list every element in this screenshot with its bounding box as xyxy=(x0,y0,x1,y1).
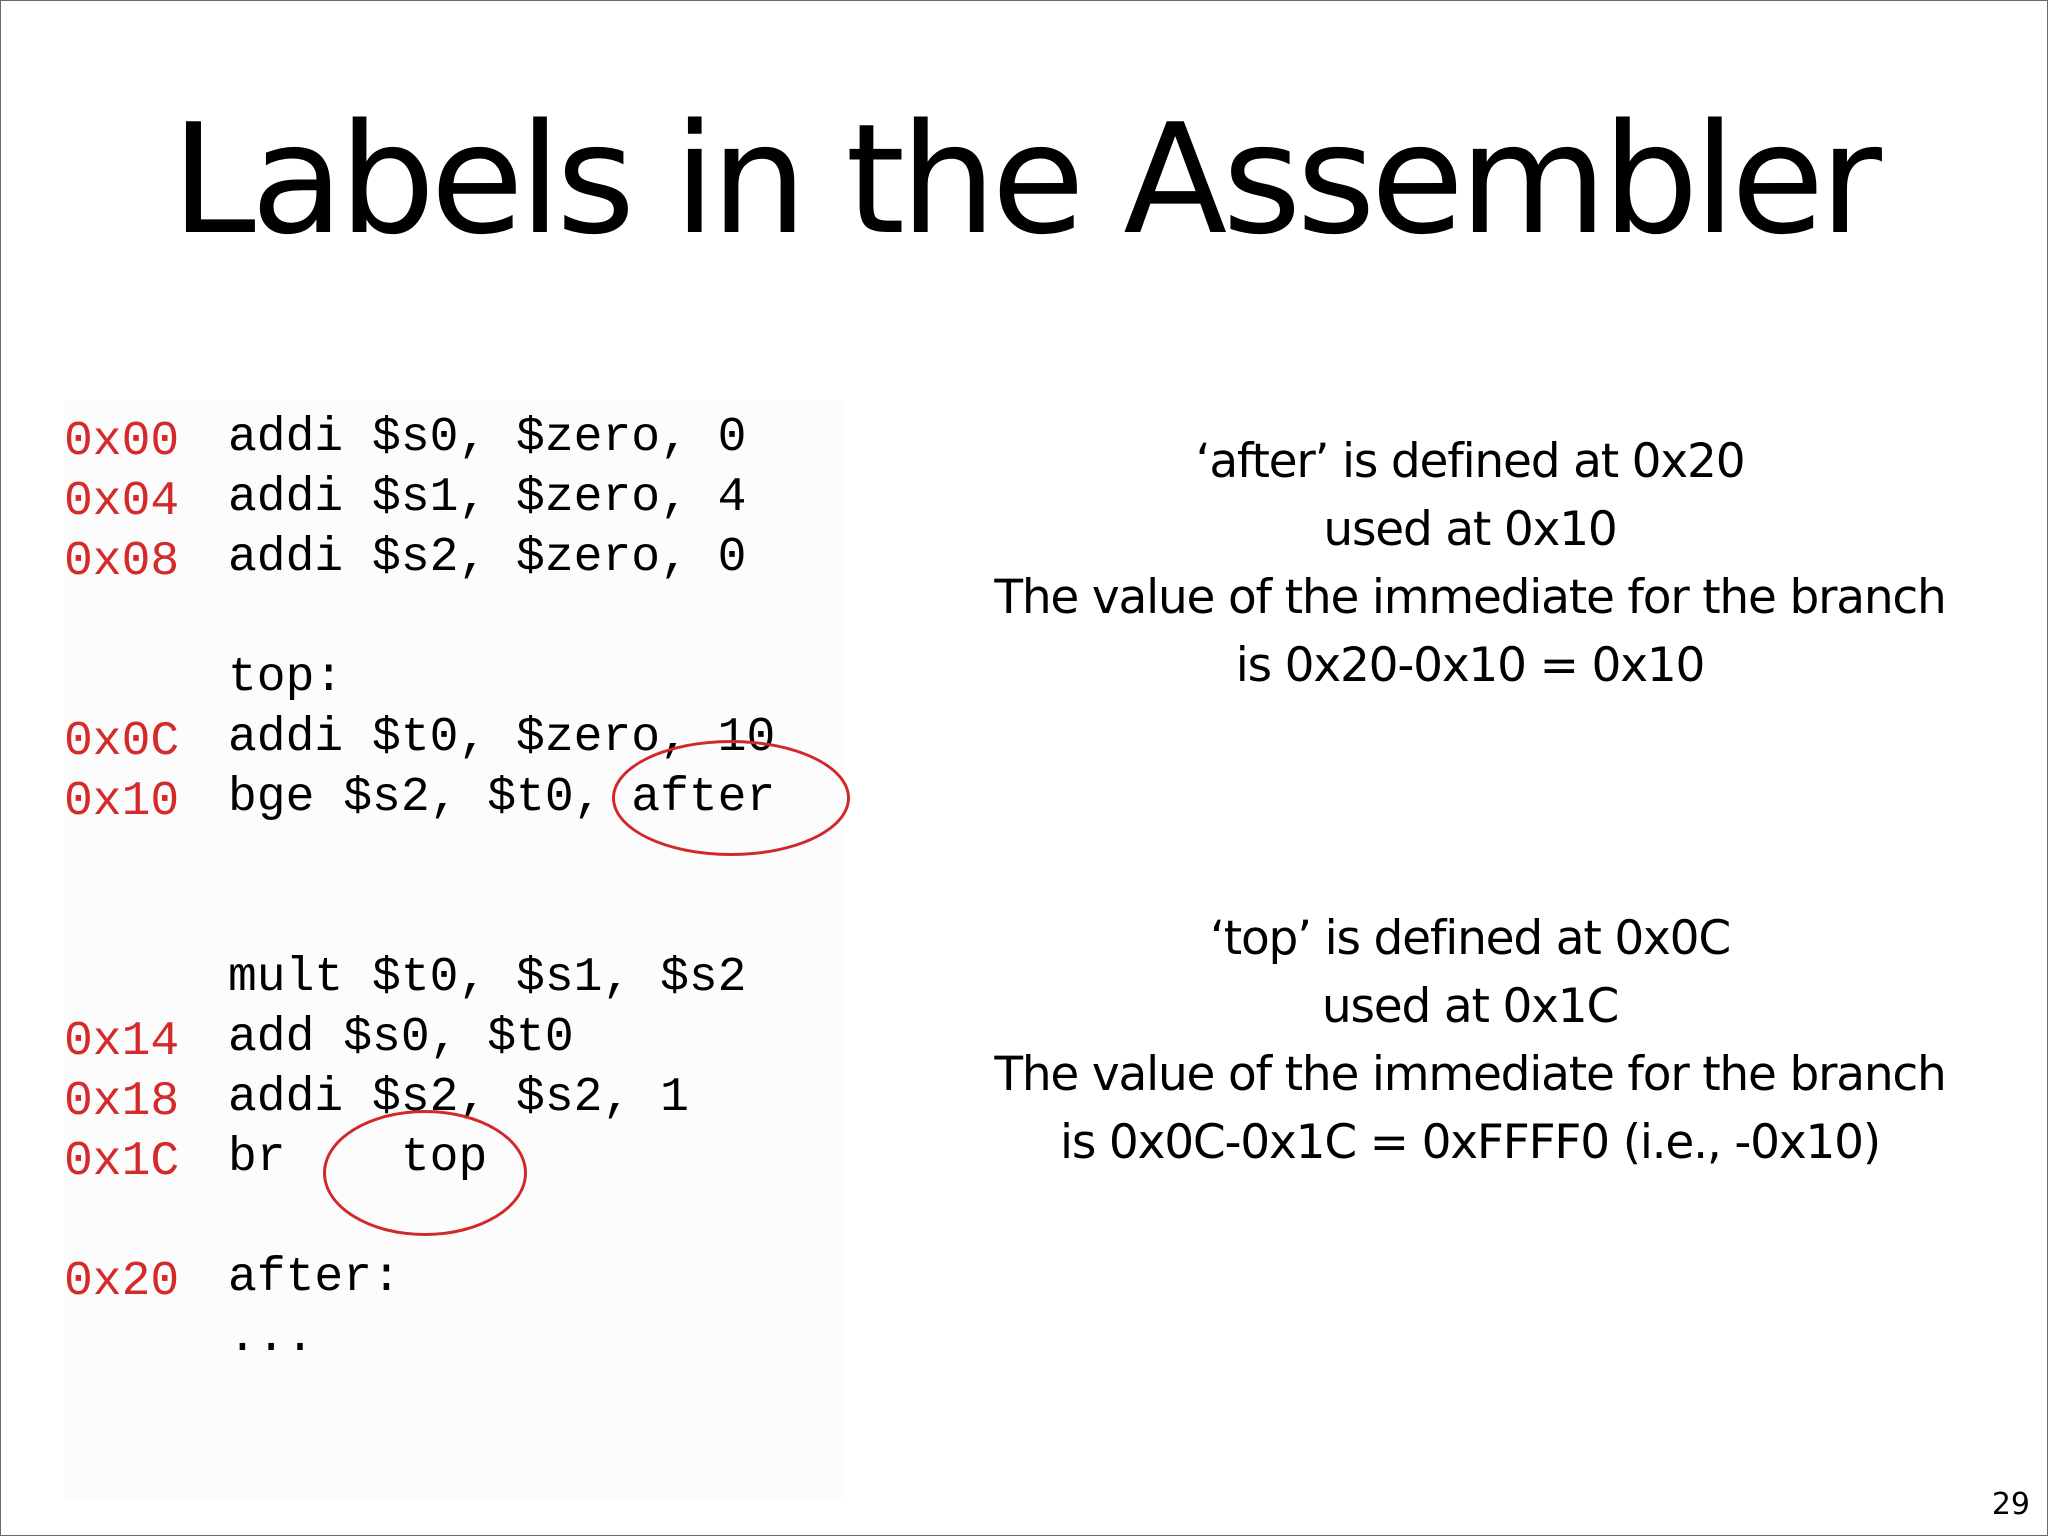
label-top-definition: top: xyxy=(228,651,344,705)
address-0x04: 0x04 xyxy=(64,475,180,529)
address-0x10: 0x10 xyxy=(64,775,180,829)
note-line: The value of the immediate for the branc… xyxy=(994,570,1947,625)
address-0x08: 0x08 xyxy=(64,535,180,589)
note-line: used at 0x1C xyxy=(1321,979,1619,1034)
label-after-definition: after: xyxy=(228,1251,401,1305)
instruction-line: mult $t0, $s1, $s2 xyxy=(228,951,747,1005)
top-label-explanation: ‘top’ is defined at 0x0C used at 0x1C Th… xyxy=(960,905,1980,1177)
instruction-line: addi $t0, $zero, 10 xyxy=(228,711,776,765)
slide-title: Labels in the Assembler xyxy=(171,91,1882,268)
note-line: is 0x0C-0x1C = 0xFFFF0 (i.e., -0x10) xyxy=(1060,1115,1881,1170)
address-0x20: 0x20 xyxy=(64,1255,180,1309)
page-number: 29 xyxy=(1991,1487,2030,1522)
note-line: used at 0x10 xyxy=(1323,502,1617,557)
instruction-line: addi $s0, $zero, 0 xyxy=(228,411,747,465)
note-line: ‘after’ is defined at 0x20 xyxy=(1195,434,1746,489)
note-line: The value of the immediate for the branc… xyxy=(994,1047,1947,1102)
address-0x1c: 0x1C xyxy=(64,1135,180,1189)
top-highlight-circle xyxy=(323,1110,527,1236)
address-0x14: 0x14 xyxy=(64,1015,180,1069)
address-0x00: 0x00 xyxy=(64,415,180,469)
note-line: is 0x20-0x10 = 0x10 xyxy=(1235,638,1706,693)
note-line: ‘top’ is defined at 0x0C xyxy=(1210,911,1731,966)
instruction-line: addi $s2, $s2, 1 xyxy=(228,1071,689,1125)
code-panel-background xyxy=(64,400,844,1500)
after-label-explanation: ‘after’ is defined at 0x20 used at 0x10 … xyxy=(960,428,1980,700)
address-0x0c: 0x0C xyxy=(64,715,180,769)
code-ellipsis: ... xyxy=(228,1311,315,1365)
instruction-line: addi $s2, $zero, 0 xyxy=(228,531,747,585)
instruction-line: addi $s1, $zero, 4 xyxy=(228,471,747,525)
after-highlight-circle xyxy=(612,740,850,856)
instruction-line: add $s0, $t0 xyxy=(228,1011,574,1065)
address-0x18: 0x18 xyxy=(64,1075,180,1129)
